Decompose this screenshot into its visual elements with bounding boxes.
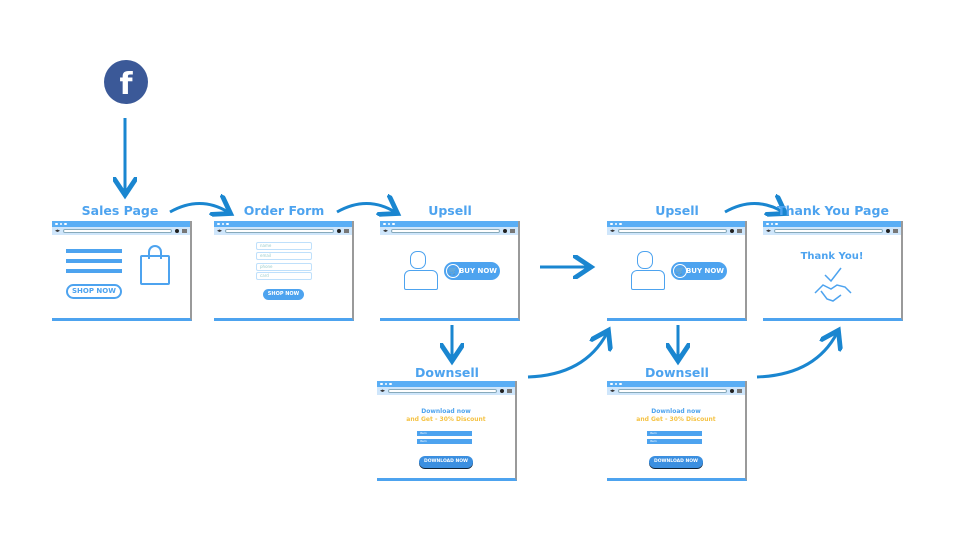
buy-now-label: BUY NOW <box>458 267 498 275</box>
download-item[interactable]: Item <box>647 439 702 444</box>
step-title-upsell: Upsell <box>428 203 472 218</box>
buy-now-label: BUY NOW <box>685 267 725 275</box>
arrow-downsell-to-upsell2 <box>527 333 607 379</box>
salesman-body-icon <box>631 270 665 290</box>
downsell-window: ◂▸ Download now and Get - 30% Discount I… <box>377 381 517 481</box>
handshake-check-icon <box>814 267 852 302</box>
shop-now-button[interactable]: SHOP NOW <box>66 284 122 299</box>
arrow-upsell2-to-thankyou <box>724 204 783 213</box>
download-item[interactable]: Item <box>647 431 702 436</box>
email-field[interactable]: email <box>256 252 312 260</box>
thank-you-window: ◂▸ Thank You! <box>763 221 903 321</box>
discount-text: and Get - 30% Discount <box>636 416 716 423</box>
arrow-downsell2-to-thankyou <box>756 333 837 379</box>
step-title-thankyou: Thank You Page <box>777 203 889 218</box>
buy-now-button[interactable]: 🛒BUY NOW <box>444 262 500 280</box>
step-title-order: Order Form <box>243 203 325 218</box>
shopping-bag-handle-icon <box>148 245 162 259</box>
buy-now-button[interactable]: 🛒BUY NOW <box>671 262 727 280</box>
download-now-button[interactable]: DOWNLOAD NOW <box>419 456 473 468</box>
discount-text: and Get - 30% Discount <box>406 416 486 423</box>
salesman-icon <box>637 251 653 269</box>
upsell-2-window: ◂▸ 🛒BUY NOW <box>607 221 747 321</box>
step-title-upsell-2: Upsell <box>655 203 699 218</box>
upsell-window: ◂▸ 🛒BUY NOW <box>380 221 520 321</box>
shopping-bag-icon <box>140 255 170 285</box>
thank-you-message: Thank You! <box>800 251 864 262</box>
download-item[interactable]: Item <box>417 431 472 436</box>
step-title-downsell: Downsell <box>415 365 479 380</box>
download-headline: Download now <box>651 408 701 415</box>
download-item[interactable]: Item <box>417 439 472 444</box>
order-form-window: ◂▸ name email phone card SHOP NOW <box>214 221 354 321</box>
text-line <box>66 269 122 273</box>
shop-now-button[interactable]: SHOP NOW <box>263 289 304 300</box>
arrow-sales-to-order <box>169 204 228 213</box>
facebook-icon: f <box>104 60 148 104</box>
name-field[interactable]: name <box>256 242 312 250</box>
sales-page-window: ◂▸ SHOP NOW <box>52 221 192 321</box>
download-now-button[interactable]: DOWNLOAD NOW <box>649 456 703 468</box>
cart-icon: 🛒 <box>446 264 460 278</box>
download-headline: Download now <box>421 408 471 415</box>
salesman-icon <box>410 251 426 269</box>
step-title-downsell-2: Downsell <box>645 365 709 380</box>
cart-icon: 🛒 <box>673 264 687 278</box>
text-line <box>66 249 122 253</box>
phone-field[interactable]: phone <box>256 263 312 271</box>
text-line <box>66 259 122 263</box>
arrow-order-to-upsell <box>336 204 395 213</box>
downsell-2-window: ◂▸ Download now and Get - 30% Discount I… <box>607 381 747 481</box>
step-title-sales: Sales Page <box>81 203 159 218</box>
card-field[interactable]: card <box>256 272 312 280</box>
salesman-body-icon <box>404 270 438 290</box>
